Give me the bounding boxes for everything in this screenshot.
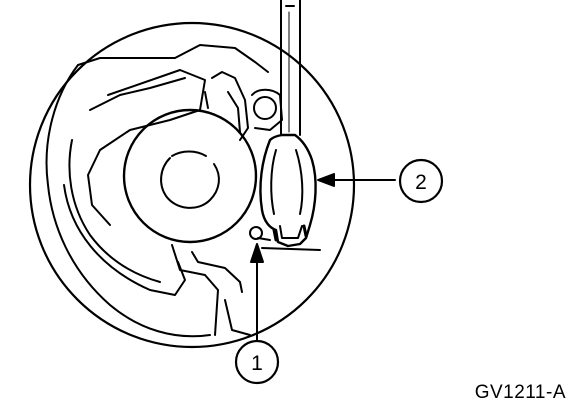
- hub-outer-circle: [122, 108, 258, 244]
- lower-web-notch: [171, 244, 219, 336]
- adjuster-bracket-line: [261, 247, 321, 251]
- backing-plate-top-edge: [77, 44, 269, 73]
- left-web-slot-upper: [87, 69, 206, 226]
- left-web-lower-slot: [63, 184, 186, 296]
- upper-bracket-tick: [204, 91, 209, 109]
- screwdriver-handle-highlight: [270, 149, 277, 215]
- lower-web-notch-inner: [191, 251, 243, 293]
- callout-1-number: 1: [251, 352, 263, 375]
- left-web-inner-line: [89, 77, 186, 111]
- callout-1-circle: [234, 339, 280, 385]
- callout-2-number: 2: [415, 171, 427, 194]
- retaining-pin: [249, 226, 263, 240]
- callout-1-arrowhead: [250, 243, 264, 263]
- backing-plate-outer-edge: [45, 64, 211, 338]
- left-web-inner-curve: [68, 139, 161, 283]
- upper-bracket-right: [211, 71, 249, 141]
- screwdriver-shaft: [280, 0, 301, 136]
- anchor-pin-hole: [253, 96, 277, 120]
- lower-web-edge: [224, 299, 251, 336]
- screwdriver-handle-groove: [295, 149, 304, 215]
- upper-bracket-inner: [227, 91, 241, 133]
- screwdriver-handle: [259, 133, 317, 248]
- callout-2-circle: [398, 158, 444, 204]
- screwdriver-handle-ferrule: [279, 225, 303, 239]
- screwdriver-handle-tip: [272, 224, 308, 242]
- housing-outer-circle: [28, 21, 356, 349]
- hub-inner-opening: [160, 157, 220, 209]
- hub-inner-top: [171, 150, 207, 157]
- figure-id-label: GV1211-A: [474, 382, 566, 403]
- callout-2-arrowhead: [317, 173, 335, 187]
- anchor-pin-boss: [251, 88, 283, 131]
